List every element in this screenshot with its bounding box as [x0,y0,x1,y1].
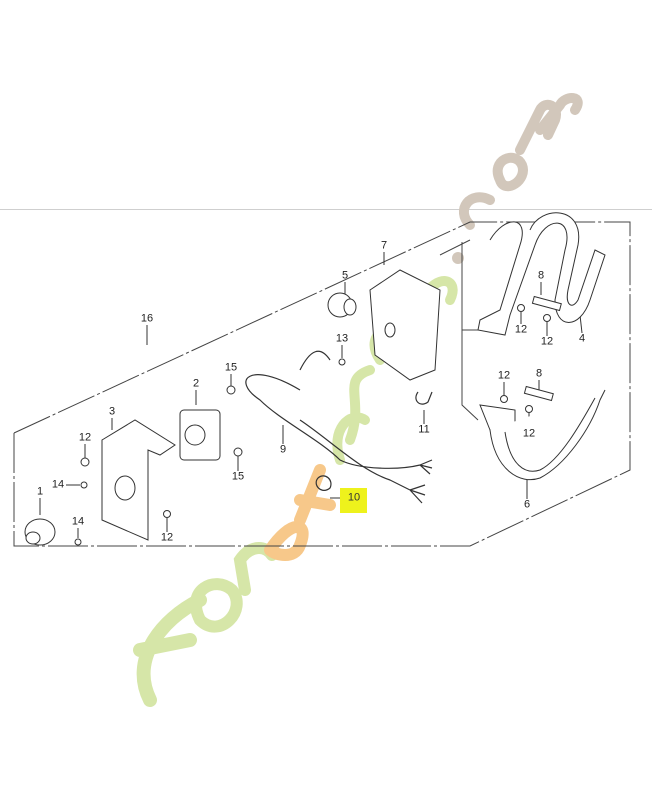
callout-7[interactable]: 7 [380,239,388,252]
callout-13[interactable]: 13 [335,332,349,345]
part-rubber-bar [523,295,562,402]
highlighted-part-marker [340,488,367,513]
callout-15-b[interactable]: 15 [231,470,245,483]
callout-12-d[interactable]: 12 [540,335,554,348]
callout-1[interactable]: 1 [36,485,44,498]
part-bracket [369,269,441,381]
callout-2[interactable]: 2 [192,377,200,390]
callout-12-a[interactable]: 12 [78,431,92,444]
part-switch [24,518,56,546]
callout-16[interactable]: 16 [140,312,154,325]
part-receptacle [179,409,221,461]
callout-12-f[interactable]: 12 [522,427,536,440]
callout-12-e[interactable]: 12 [497,369,511,382]
part-fasteners [74,304,551,546]
callout-3[interactable]: 3 [108,405,116,418]
callout-9[interactable]: 9 [279,443,287,456]
page-top-rule [0,209,652,210]
part-lower-strap [479,389,606,481]
callout-8-lower[interactable]: 8 [535,367,543,380]
callout-12-c[interactable]: 12 [514,323,528,336]
callout-14-b[interactable]: 14 [71,515,85,528]
callout-10[interactable]: 10 [347,491,361,504]
part-receptacle-plate [101,419,176,541]
assembly-outline [13,221,631,547]
callout-12-b[interactable]: 12 [160,531,174,544]
part-clip [415,391,433,405]
watermark [133,93,583,707]
callout-4[interactable]: 4 [578,332,586,345]
part-wire-harness [245,350,433,504]
callout-11[interactable]: 11 [418,423,430,436]
callout-6[interactable]: 6 [523,498,531,511]
callout-14-a[interactable]: 14 [51,478,65,491]
callout-15-a[interactable]: 15 [224,361,238,374]
part-grommet [327,292,357,318]
leader-lines [39,252,583,538]
callout-8-upper[interactable]: 8 [537,269,545,282]
callout-5[interactable]: 5 [341,269,349,282]
part-upper-strap [477,212,606,336]
part-clamp [315,475,332,491]
